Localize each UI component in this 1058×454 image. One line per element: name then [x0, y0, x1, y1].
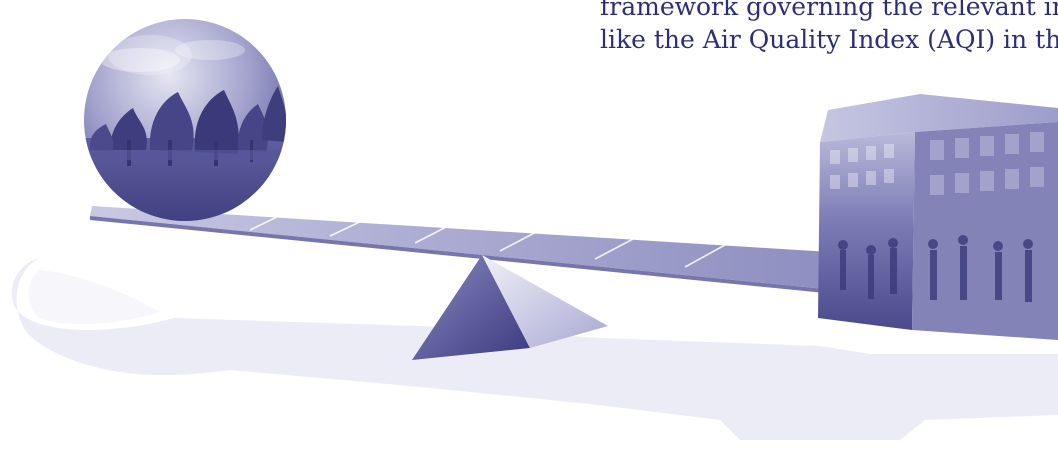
ground-shadow-highlight — [28, 270, 160, 325]
caption-line-1: framework governing the relevant ind — [600, 0, 1058, 21]
caption-line-2: like the Air Quality Index (AQI) in th — [600, 25, 1058, 54]
ground-shadow — [11, 258, 1058, 440]
seesaw-plank — [90, 206, 835, 294]
caption-text: framework governing the relevant ind lik… — [600, 0, 1058, 56]
nature-globe-icon — [84, 19, 286, 221]
city-street-cube-icon — [818, 94, 1058, 340]
pyramid-fulcrum-icon — [412, 255, 608, 360]
